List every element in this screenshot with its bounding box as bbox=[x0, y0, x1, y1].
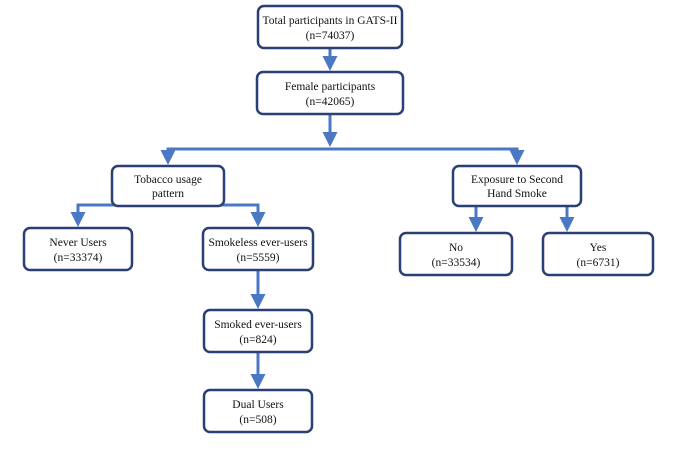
node-smokeless-count: (n=5559) bbox=[237, 252, 280, 264]
node-yes-count: (n=6731) bbox=[577, 257, 620, 269]
node-female-box bbox=[255, 70, 405, 116]
node-tobacco: Tobacco usage pattern bbox=[110, 164, 226, 208]
node-dual-title: Dual Users bbox=[232, 399, 284, 411]
node-yes: Yes (n=6731) bbox=[541, 231, 655, 277]
node-total-title: Total participants in GATS-II bbox=[263, 15, 398, 27]
node-no-count: (n=33534) bbox=[432, 257, 481, 269]
node-smoked-title: Smoked ever-users bbox=[214, 319, 302, 331]
node-exposure-title: Exposure to Second bbox=[471, 174, 563, 186]
node-smoked-count: (n=824) bbox=[239, 334, 276, 346]
node-dual-count: (n=508) bbox=[239, 414, 276, 426]
node-yes-box bbox=[541, 231, 655, 277]
node-tobacco-subtitle: pattern bbox=[152, 188, 184, 200]
node-total-count: (n=74037) bbox=[306, 30, 355, 42]
node-exposure-box bbox=[451, 164, 583, 208]
node-never-box bbox=[22, 226, 134, 272]
node-exposure-subtitle: Hand Smoke bbox=[487, 188, 547, 200]
node-exposure: Exposure to Second Hand Smoke bbox=[451, 164, 583, 208]
node-yes-title: Yes bbox=[590, 242, 607, 254]
node-never: Never Users (n=33374) bbox=[22, 226, 134, 272]
node-female: Female participants (n=42065) bbox=[255, 70, 405, 116]
node-never-count: (n=33374) bbox=[54, 252, 103, 264]
node-no: No (n=33534) bbox=[398, 231, 514, 277]
node-tobacco-box bbox=[110, 164, 226, 208]
node-female-title: Female participants bbox=[285, 81, 376, 93]
node-dual: Dual Users (n=508) bbox=[202, 388, 314, 434]
node-total: Total participants in GATS-II (n=74037) bbox=[256, 4, 404, 50]
node-smoked-box bbox=[202, 308, 314, 354]
node-smokeless-box bbox=[201, 226, 315, 272]
node-no-box bbox=[398, 231, 514, 277]
node-tobacco-title: Tobacco usage bbox=[134, 174, 202, 186]
connector-split-to-exposure bbox=[330, 147, 525, 165]
node-no-title: No bbox=[449, 242, 463, 254]
connector-tobacco-to-smokeless bbox=[168, 203, 266, 227]
connector-split-to-tobacco bbox=[160, 147, 330, 165]
node-dual-box bbox=[202, 388, 314, 434]
connector-tobacco-to-never bbox=[70, 203, 168, 227]
node-never-title: Never Users bbox=[49, 237, 107, 249]
node-smokeless-title: Smokeless ever-users bbox=[208, 237, 308, 249]
node-total-box bbox=[256, 4, 404, 50]
node-smokeless: Smokeless ever-users (n=5559) bbox=[201, 226, 315, 272]
node-smoked: Smoked ever-users (n=824) bbox=[202, 308, 314, 354]
node-female-count: (n=42065) bbox=[306, 96, 355, 108]
